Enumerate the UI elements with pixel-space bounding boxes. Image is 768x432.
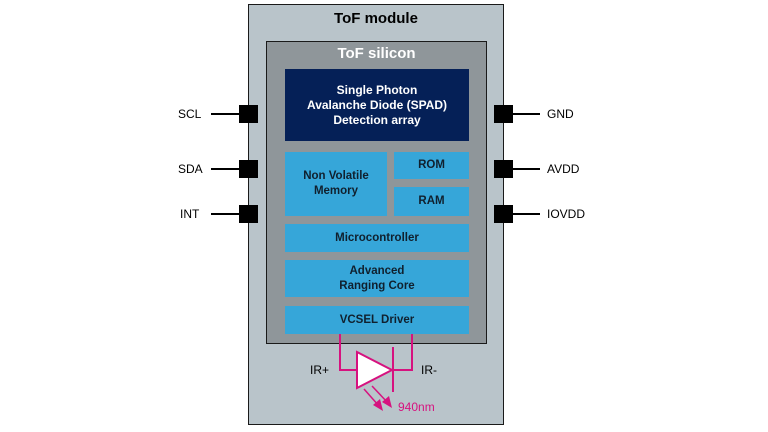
pin-label-gnd: GND (547, 107, 574, 121)
pin-label-int: INT (180, 207, 200, 221)
pin-line-avdd (512, 168, 540, 170)
ram-block: RAM (394, 187, 469, 216)
tof-module-title: ToF module (334, 10, 418, 27)
non-volatile-memory-block: Non Volatile Memory (285, 152, 387, 216)
pin-label-iovdd: IOVDD (547, 207, 586, 221)
ir-plus-label: IR+ (310, 363, 330, 377)
pin-line-iovdd (512, 213, 540, 215)
emission-arrowhead-1 (373, 399, 383, 411)
microcontroller-block: Microcontroller (285, 224, 469, 252)
spad-detection-array-block: Single Photon Avalanche Diode (SPAD) Det… (285, 69, 469, 141)
pin-label-avdd: AVDD (547, 162, 580, 176)
spad-line-2: Avalanche Diode (SPAD) (306, 97, 448, 112)
pin-pad-iovdd (494, 205, 513, 223)
emission-arrowhead-2 (382, 396, 392, 408)
arc-line-1: Advanced (349, 264, 405, 277)
tof-silicon-title: ToF silicon (337, 45, 416, 62)
spad-line-3: Detection array (333, 112, 421, 127)
diode-triangle-icon (356, 350, 395, 390)
pin-line-int (211, 213, 239, 215)
pin-pad-sda (239, 160, 258, 178)
spad-line-1: Single Photon (336, 82, 418, 97)
pin-line-scl (211, 113, 239, 115)
pin-pad-scl (239, 105, 258, 123)
advanced-ranging-core-block: Advanced Ranging Core (285, 260, 469, 297)
wavelength-label: 940nm (398, 400, 435, 414)
vcsel-driver-block: VCSEL Driver (285, 306, 469, 334)
pin-line-sda (211, 168, 239, 170)
pin-pad-int (239, 205, 258, 223)
anode-wire (339, 334, 357, 371)
arc-line-2: Ranging Core (339, 279, 415, 292)
ir-minus-label: IR- (421, 363, 437, 377)
nvm-line-1: Non Volatile (303, 170, 369, 182)
cathode-wire (393, 334, 413, 371)
pin-pad-gnd (494, 105, 513, 123)
rom-block: ROM (394, 152, 469, 179)
nvm-line-2: Memory (313, 185, 359, 197)
pin-line-gnd (512, 113, 540, 115)
pin-pad-avdd (494, 160, 513, 178)
pin-label-sda: SDA (178, 162, 203, 176)
pin-label-scl: SCL (178, 107, 202, 121)
